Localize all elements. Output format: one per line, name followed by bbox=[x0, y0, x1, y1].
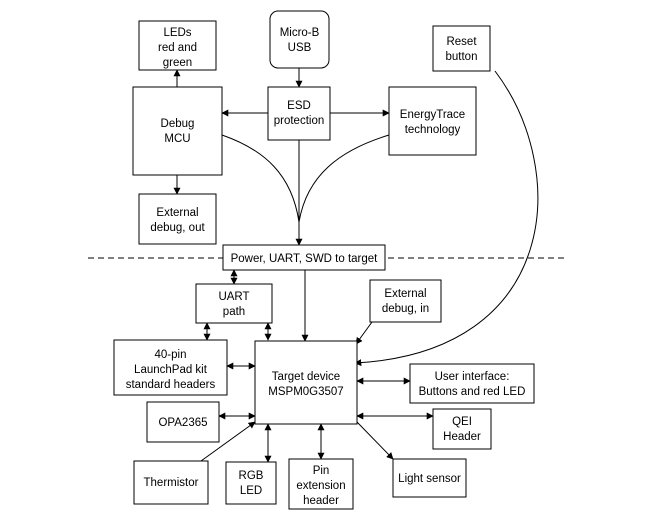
external-debug-in-line-2: debug, in bbox=[382, 303, 429, 315]
leds-line-1: LEDs bbox=[163, 27, 191, 39]
external-debug-out-line-2: debug, out bbox=[150, 222, 205, 234]
external-debug-in-line-1: External bbox=[384, 288, 426, 300]
external-debug-out-line-1: External bbox=[156, 207, 198, 219]
thermistor-block: Thermistor bbox=[133, 460, 209, 505]
debug-mcu-block: Debug MCU bbox=[132, 86, 223, 176]
pin-extension-line-2: extension bbox=[296, 480, 345, 492]
power-uart-swd-label: Power, UART, SWD to target bbox=[231, 253, 379, 265]
target-device-block: Target device MSPM0G3507 bbox=[254, 340, 358, 425]
light-sensor-block: Light sensor bbox=[392, 458, 467, 498]
debug-mcu-line-1: Debug bbox=[161, 118, 195, 130]
opa2365-label: OPA2365 bbox=[158, 417, 207, 429]
micro-usb-block: Micro-B USB bbox=[269, 10, 330, 69]
external-debug-out-block: External debug, out bbox=[138, 193, 217, 245]
external-in-to-target-link bbox=[355, 321, 373, 345]
uart-path-line-1: UART bbox=[218, 291, 249, 303]
reset-button-block: Reset button bbox=[432, 25, 491, 72]
qei-header-line-2: Header bbox=[443, 431, 481, 443]
thermistor-label: Thermistor bbox=[144, 477, 199, 489]
leds-line-2: red and bbox=[158, 42, 197, 54]
user-interface-line-1: User interface: bbox=[435, 371, 510, 383]
user-interface-line-2: Buttons and red LED bbox=[419, 386, 526, 398]
energytrace-line-1: EnergyTrace bbox=[400, 109, 465, 121]
launchpad-headers-line-1: 40-pin bbox=[155, 349, 187, 361]
leds-block: LEDs red and green bbox=[138, 20, 217, 71]
uart-path-line-2: path bbox=[223, 306, 245, 318]
reset-curve bbox=[354, 70, 539, 367]
debug-mcu-line-2: MCU bbox=[164, 133, 190, 145]
reset-button-line-1: Reset bbox=[446, 36, 477, 48]
leds-line-3: green bbox=[163, 57, 192, 69]
user-interface-block: User interface: Buttons and red LED bbox=[409, 363, 535, 404]
launchpad-headers-line-2: LaunchPad kit bbox=[134, 364, 208, 376]
esd-protection-block: ESD protection bbox=[267, 86, 331, 141]
rgb-led-line-1: RGB bbox=[239, 470, 264, 482]
pin-extension-block: Pin extension header bbox=[288, 458, 354, 510]
debug-curve bbox=[221, 134, 300, 223]
energytrace-line-2: technology bbox=[405, 124, 461, 136]
light-sensor-link bbox=[356, 421, 394, 460]
light-sensor-label: Light sensor bbox=[398, 473, 461, 485]
uart-path-block: UART path bbox=[195, 283, 273, 324]
rgb-led-line-2: LED bbox=[240, 485, 262, 497]
micro-usb-line-2: USB bbox=[288, 42, 312, 54]
target-device-line-1: Target device bbox=[272, 371, 340, 383]
external-debug-in-block: External debug, in bbox=[369, 279, 442, 323]
energytrace-curve bbox=[298, 134, 390, 223]
reset-button-line-2: button bbox=[446, 51, 478, 63]
energytrace-block: EnergyTrace technology bbox=[388, 86, 477, 156]
pin-extension-line-3: header bbox=[303, 495, 339, 507]
qei-header-block: QEI Header bbox=[432, 408, 492, 450]
micro-usb-line-1: Micro-B bbox=[280, 27, 320, 39]
opa2365-block: OPA2365 bbox=[146, 401, 220, 443]
power-uart-swd-block: Power, UART, SWD to target bbox=[222, 244, 386, 271]
launchpad-headers-block: 40-pin LaunchPad kit standard headers bbox=[113, 339, 228, 396]
target-device-line-2: MSPM0G3507 bbox=[268, 386, 343, 398]
esd-protection-line-2: protection bbox=[274, 115, 325, 127]
rgb-led-block: RGB LED bbox=[225, 461, 277, 505]
esd-protection-line-1: ESD bbox=[287, 100, 311, 112]
pin-extension-line-1: Pin bbox=[313, 465, 330, 477]
qei-header-line-1: QEI bbox=[452, 416, 472, 428]
launchpad-headers-line-3: standard headers bbox=[126, 379, 216, 391]
thermistor-link bbox=[200, 421, 256, 462]
